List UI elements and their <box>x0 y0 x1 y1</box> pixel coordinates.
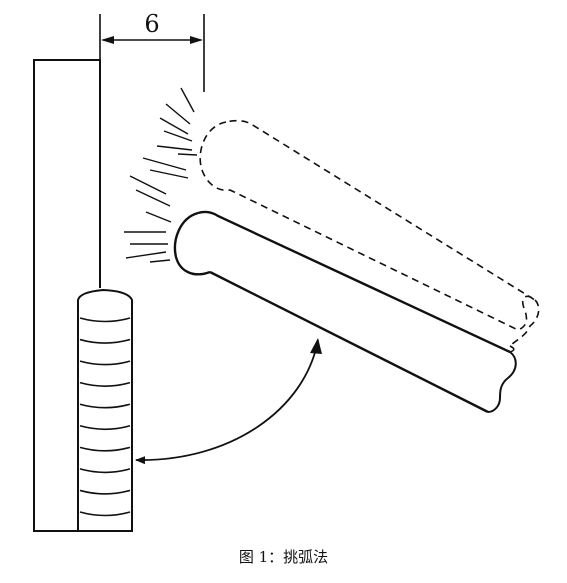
electrode-lowered-body <box>174 213 512 412</box>
dimension-arrow-right <box>190 36 203 44</box>
electrode-raised-dashed <box>199 119 536 331</box>
weld-bead-ridge <box>79 317 131 323</box>
glow-ray <box>149 169 189 179</box>
weld-bead-outline <box>77 288 133 532</box>
weld-bead-ridge <box>79 468 131 474</box>
electrode-lowered <box>173 210 517 414</box>
weld-bead-ridge <box>79 489 131 495</box>
movement-arrow-head-top <box>310 338 322 354</box>
glow-ray <box>156 145 193 151</box>
electrode-overlap-arc <box>509 345 515 353</box>
glow-ray <box>129 175 167 195</box>
weld-bead-ridge <box>79 338 131 344</box>
weld-bead-ridges <box>79 317 131 517</box>
glow-ray <box>159 117 189 135</box>
dimension-arrow-left <box>101 36 114 44</box>
movement-arrow <box>135 339 319 465</box>
glow-ray <box>145 211 172 223</box>
electrode-lowered-bottom-edge <box>209 270 489 414</box>
glow-ray <box>177 153 198 156</box>
arc-glow-lower <box>124 175 172 263</box>
electrode-lowered-tip <box>173 211 211 276</box>
weld-bead-ridge <box>79 360 131 366</box>
glow-ray <box>149 259 171 263</box>
weld-bead-ridge <box>79 511 131 517</box>
glow-ray <box>135 189 171 207</box>
electrode-raised-tail <box>509 299 540 347</box>
weld-bead-ridge <box>79 381 131 387</box>
weld-bead-ridge <box>79 403 131 409</box>
weld-bead-ridge <box>79 446 131 452</box>
glow-ray <box>180 87 195 113</box>
figure-caption: 图 1：挑弧法 <box>238 548 329 566</box>
weld-bead-ridge <box>79 425 131 431</box>
arc-glow-upper <box>142 87 198 179</box>
glow-ray <box>125 251 167 259</box>
glow-ray <box>142 157 187 171</box>
glow-ray <box>165 103 191 125</box>
glow-ray <box>163 130 193 142</box>
weld-bead <box>77 288 133 532</box>
electrode-lowered-top-edge <box>197 210 511 354</box>
arc-lifting-diagram: 6 <box>33 10 540 532</box>
dimension-marker: 6 <box>99 10 205 92</box>
base-plate <box>33 59 101 532</box>
dimension-label: 6 <box>144 10 159 38</box>
electrode-lowered-end <box>487 351 517 413</box>
